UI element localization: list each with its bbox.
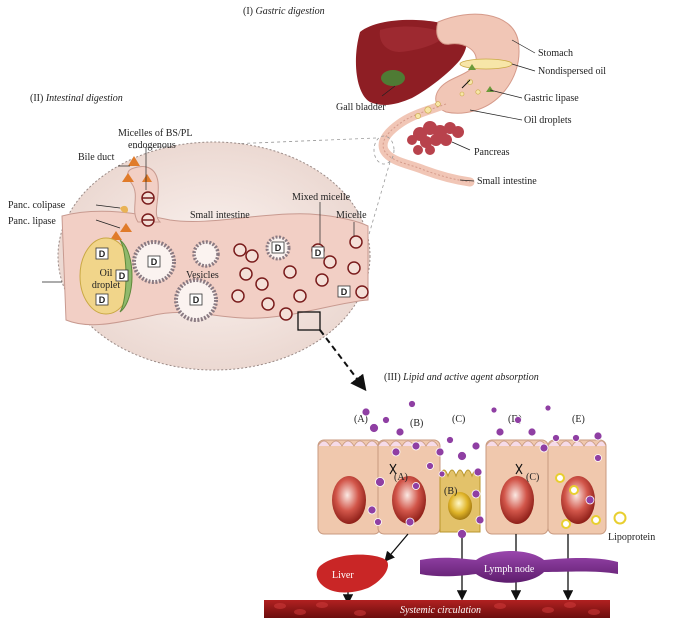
label-cell-a: (A) [354,414,368,425]
oil-drug-top: D [95,247,109,260]
label-route-b: (B) [444,486,457,497]
intestine-lumen [61,210,369,326]
absorption-title: (III) Lipid and active agent absorption [384,372,539,383]
enterocyte-a [317,439,381,535]
svg-text:D: D [275,243,282,253]
label-lipoprotein: Lipoprotein [608,532,655,543]
zoom-arrow [319,329,367,392]
pancreas-organ [407,121,464,155]
label-pancreas: Pancreas [474,147,510,158]
label-bile-duct: Bile duct [78,152,115,163]
micelle-drug-2: D [337,285,351,298]
oil-droplet-label-1: Oil [100,268,113,279]
label-small-intestine-organ: Small intestine [477,176,537,187]
label-cell-c: (C) [452,414,465,425]
lipoprotein-legend-icon [613,511,627,525]
oil-droplet-label-2: droplet [92,280,121,291]
stomach-anatomy [355,13,520,187]
gastric-title: (I) Gastric digestion [243,6,325,17]
vesicle-2 [192,240,220,268]
oil-drug-right: D [115,269,129,282]
lipoprotein-particles [555,473,601,529]
vesicle-1: D [132,240,176,284]
small-intestine-tube [378,99,475,187]
label-route-c: (C) [526,472,539,483]
vesicle-3: D [174,278,218,322]
enterocyte-d [485,439,549,535]
svg-text:D: D [99,295,106,305]
stomach-leaders [381,39,536,182]
svg-text:D: D [341,287,348,297]
label-micelles-bspl: Micelles of BS/PL [118,128,192,139]
label-vesicles: Vesicles [186,270,219,281]
label-lymph-node: Lymph node [484,564,535,575]
label-mixed-micelle: Mixed micelle [292,192,351,203]
label-systemic-circulation: Systemic circulation [400,605,481,616]
label-gastric-lipase: Gastric lipase [524,93,579,104]
zoom-lines [131,135,395,301]
enterocyte-c [439,469,481,533]
gall-bladder-organ [381,70,405,86]
label-route-a: (A) [394,472,408,483]
route-x-marks [389,463,523,475]
label-micelle: Micelle [336,210,367,221]
label-cell-b: (B) [410,418,423,429]
label-nondispersed-oil: Nondispersed oil [538,66,606,77]
systemic-circulation: Systemic circulation [264,600,610,618]
svg-text:D: D [315,248,322,258]
micelle-drug-1: D [311,246,325,259]
label-panc-colipase: Panc. colipase [8,200,66,211]
label-liver: Liver [332,570,354,581]
drug-particles [361,400,603,539]
svg-text:D: D [151,257,158,267]
lymph-vessel: Lymph node [420,551,618,583]
label-stomach: Stomach [538,48,573,59]
label-oil-droplets: Oil droplets [524,115,572,126]
label-panc-lipase: Panc. lipase [8,216,56,227]
svg-text:D: D [119,271,126,281]
intestinal-title: (II) Intestinal digestion [30,93,123,104]
svg-text:D: D [193,295,200,305]
label-small-intestine-zoom: Small intestine [190,210,250,221]
liver-bottom: Liver [316,554,388,593]
bile-micelle [141,191,155,227]
vesicle-4: D [265,235,291,261]
intestine-leaders [42,148,355,283]
svg-text:D: D [99,249,106,259]
label-gall-bladder: Gall bladder [336,102,386,113]
label-cell-e: (E) [572,414,585,425]
label-micelles-endogenous: endogenous [128,140,176,151]
zoom-box [297,311,321,331]
oil-drug-bottom: D [95,293,109,306]
